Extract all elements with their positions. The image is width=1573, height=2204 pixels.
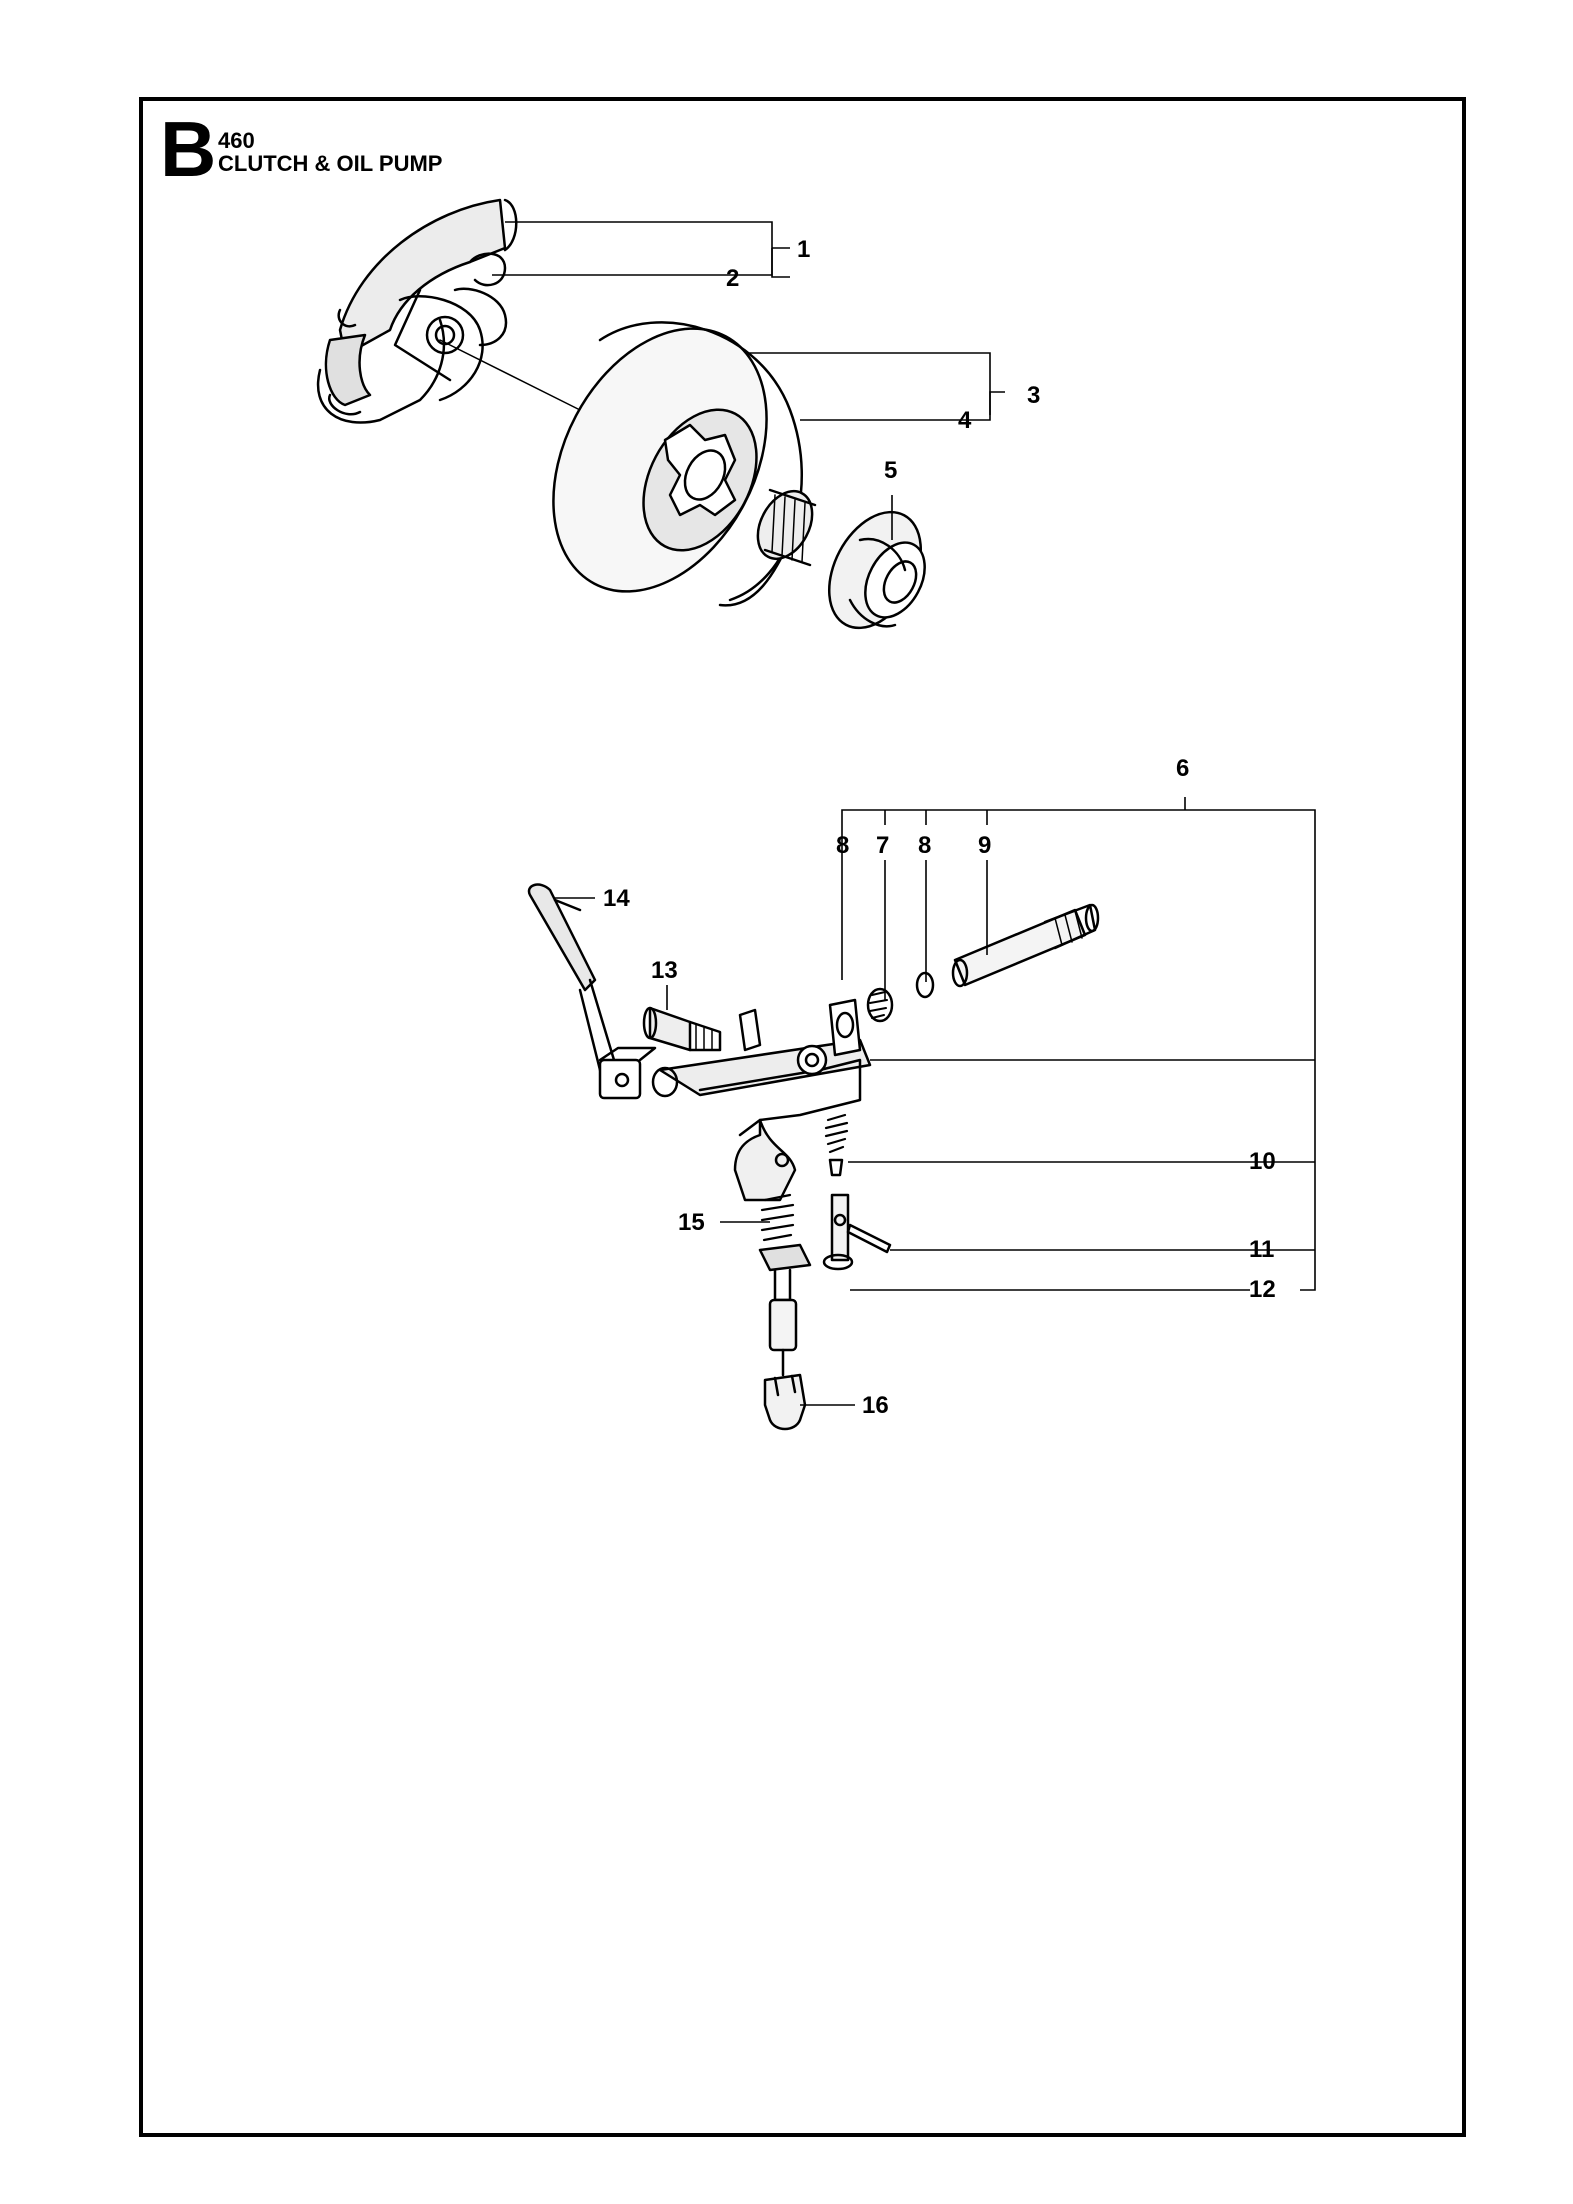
adjuster-lever xyxy=(527,883,657,1100)
callout-8-left: 8 xyxy=(836,832,849,859)
callout-14: 14 xyxy=(603,885,630,912)
callout-8-right: 8 xyxy=(918,832,931,859)
rim-sprocket xyxy=(827,510,926,630)
callout-numbers: 1 2 3 4 5 6 7 8 8 9 10 11 12 13 14 15 16 xyxy=(603,236,1276,1419)
callout-leader-lines xyxy=(492,221,1316,1406)
oil-pump-body xyxy=(651,998,872,1202)
callout-9: 9 xyxy=(978,832,991,859)
callout-5: 5 xyxy=(884,457,897,484)
section-letter: B xyxy=(160,105,217,193)
callout-12: 12 xyxy=(1249,1276,1276,1303)
callout-13: 13 xyxy=(651,957,678,984)
callout-3: 3 xyxy=(1027,382,1040,409)
callout-4: 4 xyxy=(958,407,972,434)
pump-shaft xyxy=(951,903,1100,988)
oil-pipe-and-spring xyxy=(758,1193,812,1431)
screw xyxy=(642,1006,722,1052)
seal-rings-and-spring xyxy=(835,971,935,1039)
callout-16: 16 xyxy=(862,1392,889,1419)
section-title: CLUTCH & OIL PUMP xyxy=(218,151,443,176)
clutch-drum xyxy=(552,321,803,607)
callout-1: 1 xyxy=(797,236,810,263)
pump-piston-parts xyxy=(822,1113,892,1271)
page-frame xyxy=(139,97,1466,2137)
callout-6: 6 xyxy=(1176,755,1189,782)
callout-11: 11 xyxy=(1249,1236,1274,1263)
callout-2: 2 xyxy=(726,265,739,292)
assembly-axis-line xyxy=(439,339,581,411)
callout-15: 15 xyxy=(678,1209,705,1236)
callout-10: 10 xyxy=(1249,1148,1276,1175)
model-number: 460 xyxy=(218,128,255,153)
clutch-shoe-assembly xyxy=(316,198,518,424)
callout-7: 7 xyxy=(876,832,889,859)
needle-bearing xyxy=(756,488,817,567)
